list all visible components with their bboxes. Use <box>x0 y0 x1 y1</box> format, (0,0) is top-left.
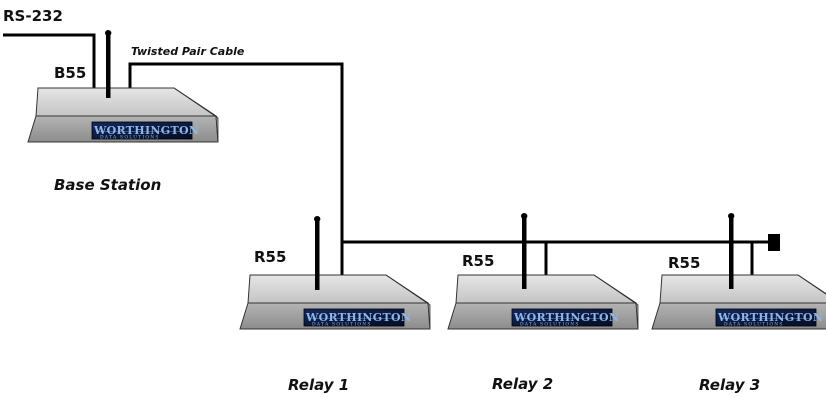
relay-2-antenna <box>521 213 528 289</box>
base-station-brand-logo: WORTHINGTON DATA SOLUTIONS <box>93 124 199 141</box>
brand-logo-name: WORTHINGTON <box>717 311 823 324</box>
relay-1-caption: Relay 1 <box>288 376 349 394</box>
twisted-pair-cable <box>128 62 344 242</box>
base-station-caption: Base Station <box>54 176 161 194</box>
relay-1-brand-logo: WORTHINGTON DATA SOLUTIONS <box>305 311 411 328</box>
relay-3-antenna <box>728 213 735 289</box>
base-station-model-label: B55 <box>54 64 86 82</box>
bus-terminator <box>768 234 780 251</box>
wiring <box>3 33 770 275</box>
relay-2-model-label: R55 <box>462 252 494 270</box>
brand-logo-tagline: DATA SOLUTIONS <box>724 322 784 328</box>
base-station-antenna <box>105 30 112 98</box>
brand-logo-name: WORTHINGTON <box>305 311 411 324</box>
relay-3-brand-logo: WORTHINGTON DATA SOLUTIONS <box>717 311 823 328</box>
twisted-pair-cable-label: Twisted Pair Cable <box>131 45 245 58</box>
relay-1-model-label: R55 <box>254 248 286 266</box>
relay-2-brand-logo: WORTHINGTON DATA SOLUTIONS <box>513 311 619 328</box>
brand-logo-tagline: DATA SOLUTIONS <box>100 135 160 141</box>
relay-1-antenna <box>314 216 321 290</box>
relay-3-caption: Relay 3 <box>699 376 760 394</box>
rs232-label: RS-232 <box>3 7 63 25</box>
brand-logo-tagline: DATA SOLUTIONS <box>520 322 580 328</box>
relay-2-caption: Relay 2 <box>492 375 553 393</box>
brand-logo-name: WORTHINGTON <box>93 124 199 137</box>
brand-logo-tagline: DATA SOLUTIONS <box>312 322 372 328</box>
rs232-cable <box>3 33 96 98</box>
brand-logo-name: WORTHINGTON <box>513 311 619 324</box>
relay-3-model-label: R55 <box>668 254 700 272</box>
